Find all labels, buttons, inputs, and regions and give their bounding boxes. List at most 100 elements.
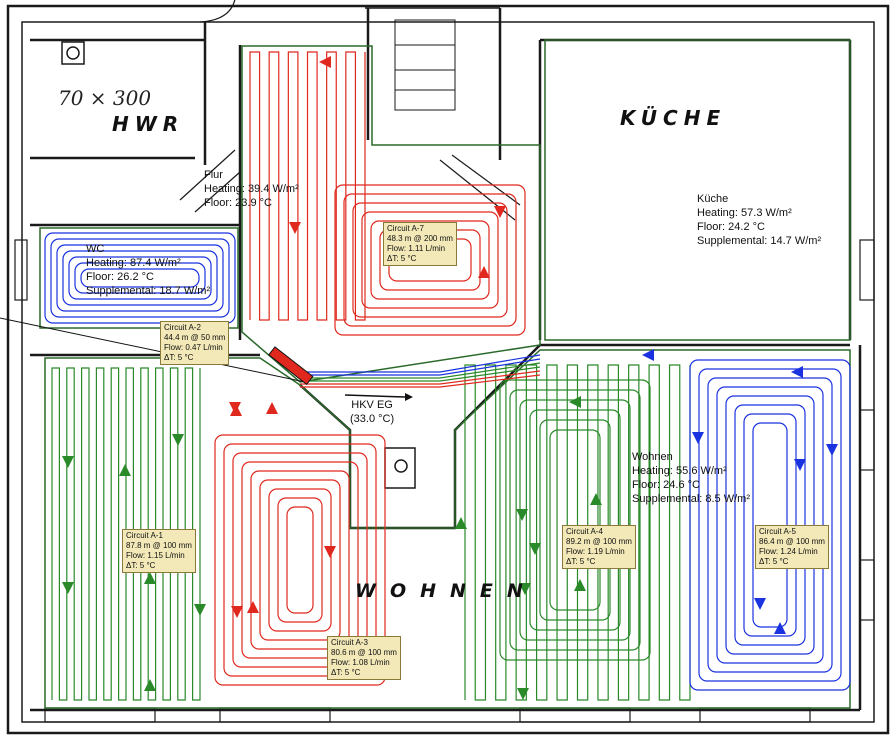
pipe-feeder <box>300 362 541 379</box>
pipe-feeder <box>300 354 541 373</box>
flow-direction-arrows <box>62 56 838 700</box>
flow-arrow <box>642 349 654 361</box>
heating-pipe-loops <box>44 51 851 701</box>
flow-arrow <box>144 572 156 584</box>
pipe-circuit-a3 <box>232 452 368 668</box>
flow-arrow <box>517 688 529 700</box>
pipe-circuit-a4 <box>549 429 601 611</box>
flow-arrow <box>266 402 278 414</box>
pipe-circuit-a2 <box>50 238 230 318</box>
manifold-name: HKV EG <box>351 399 393 411</box>
circuit-delta-t: ΔT: 5 °C <box>164 353 194 362</box>
room-name: Küche <box>697 193 729 205</box>
circuit-card-a7[interactable]: Circuit A-7 48.3 m @ 200 mm Flow: 1.11 L… <box>383 222 457 266</box>
flow-arrow <box>289 222 301 234</box>
pipe-circuit-a3 <box>259 479 341 641</box>
pipe-circuit-a4 <box>529 409 621 631</box>
flow-arrow <box>230 404 242 416</box>
flow-arrow <box>119 464 131 476</box>
circuit-delta-t: ΔT: 5 °C <box>759 557 789 566</box>
circuit-card-a2[interactable]: Circuit A-2 44.4 m @ 50 mm Flow: 0.47 L/… <box>160 321 230 365</box>
flow-arrow <box>319 56 331 68</box>
circuit-card-a1[interactable]: Circuit A-1 87.8 m @ 100 mm Flow: 1.15 L… <box>122 529 196 573</box>
manifold-label[interactable]: HKV EG (33.0 °C) <box>350 398 394 426</box>
room-supplemental: Supplemental: 18.7 W/m² <box>86 285 211 297</box>
pipe-circuit-a3 <box>277 497 323 623</box>
flow-arrow <box>62 456 74 468</box>
pipe-circuit-a2 <box>80 268 200 288</box>
pipe-circuit-a2 <box>62 250 218 306</box>
circuit-card-a3[interactable]: Circuit A-3 80.6 m @ 100 mm Flow: 1.08 L… <box>327 636 401 680</box>
pipe-circuit-a5 <box>707 377 833 673</box>
flow-arrow <box>590 493 602 505</box>
room-name: Wohnen <box>632 451 673 463</box>
circuit-flow: Flow: 0.47 L/min <box>164 343 223 352</box>
flow-arrow <box>455 517 467 529</box>
pipe-circuit-a7 <box>249 51 366 321</box>
circuit-id: Circuit A-4 <box>566 527 603 536</box>
circuit-id: Circuit A-1 <box>126 531 163 540</box>
flow-arrow <box>754 598 766 610</box>
pipe-circuit-a4 <box>499 379 651 661</box>
flow-arrow <box>231 606 243 618</box>
flow-arrow <box>324 546 336 558</box>
pipe-feeder <box>300 374 541 388</box>
flow-arrow <box>144 679 156 691</box>
room-floor-temp: Floor: 23.9 °C <box>204 197 272 209</box>
plan-label-hwr: HWR <box>112 112 185 136</box>
flow-arrow <box>519 583 531 595</box>
room-name: WC <box>86 243 105 255</box>
circuit-id: Circuit A-3 <box>331 638 368 647</box>
plan-note-hwr: 70 × 300 <box>58 86 152 110</box>
pipe-circuit-a2 <box>68 256 212 300</box>
room-heating: Heating: 39.4 W/m² <box>204 183 299 195</box>
room-label-wohnen[interactable]: Wohnen Heating: 55.6 W/m² Floor: 24.6 °C… <box>632 450 750 506</box>
circuit-flow: Flow: 1.11 L/min <box>387 244 446 253</box>
flow-arrow <box>194 604 206 616</box>
flow-arrow <box>478 266 490 278</box>
room-label-flur[interactable]: Flur Heating: 39.4 W/m² Floor: 23.9 °C <box>204 168 299 210</box>
circuit-id: Circuit A-5 <box>759 527 796 536</box>
circuit-delta-t: ΔT: 5 °C <box>387 254 417 263</box>
circuit-delta-t: ΔT: 5 °C <box>331 668 361 677</box>
room-label-wc[interactable]: WC Heating: 87.4 W/m² Floor: 26.2 °C Sup… <box>86 242 210 298</box>
room-name: Flur <box>204 169 223 181</box>
circuit-spec: 89.2 m @ 100 mm <box>566 537 632 546</box>
flow-arrow <box>794 459 806 471</box>
pipe-circuit-a3 <box>286 506 314 614</box>
pipe-circuit-a4 <box>539 419 611 621</box>
flow-arrow <box>247 601 259 613</box>
circuit-delta-t: ΔT: 5 °C <box>126 561 156 570</box>
pipe-feeder <box>300 370 541 385</box>
pipe-circuit-a7 <box>361 211 499 309</box>
flow-arrow <box>692 432 704 444</box>
circuit-id: Circuit A-2 <box>164 323 201 332</box>
flow-arrow <box>574 579 586 591</box>
pipe-circuit-a5 <box>698 368 842 682</box>
circuit-card-a4[interactable]: Circuit A-4 89.2 m @ 100 mm Flow: 1.19 L… <box>562 525 636 569</box>
circuit-delta-t: ΔT: 5 °C <box>566 557 596 566</box>
plan-label-wohnen: WOHNEN <box>355 580 537 602</box>
manifold-temp: (33.0 °C) <box>350 413 395 425</box>
pipe-circuit-a5 <box>689 359 851 691</box>
pipe-feeder <box>300 358 541 376</box>
pipe-circuit-a4 <box>509 389 641 651</box>
pipe-circuit-a2 <box>56 244 224 312</box>
flow-arrow <box>569 396 581 408</box>
flow-arrow <box>826 444 838 456</box>
pipe-circuit-a3 <box>268 488 332 632</box>
circuit-flow: Flow: 1.08 L/min <box>331 658 390 667</box>
flow-arrow <box>494 206 506 218</box>
circuit-spec: 86.4 m @ 100 mm <box>759 537 825 546</box>
circuit-flow: Flow: 1.19 L/min <box>566 547 625 556</box>
heating-zone-outlines <box>39 39 851 709</box>
room-label-kueche[interactable]: Küche Heating: 57.3 W/m² Floor: 24.2 °C … <box>697 192 821 248</box>
room-supplemental: Supplemental: 14.7 W/m² <box>697 235 822 247</box>
circuit-flow: Flow: 1.24 L/min <box>759 547 818 556</box>
pipe-circuit-a2 <box>74 262 206 294</box>
manifold-hkv-eg[interactable] <box>268 346 314 386</box>
manifold-pointer-arrowhead <box>405 393 413 401</box>
circuit-spec: 80.6 m @ 100 mm <box>331 648 397 657</box>
pipe-circuit-a3 <box>250 470 350 650</box>
circuit-card-a5[interactable]: Circuit A-5 86.4 m @ 100 mm Flow: 1.24 L… <box>755 525 829 569</box>
